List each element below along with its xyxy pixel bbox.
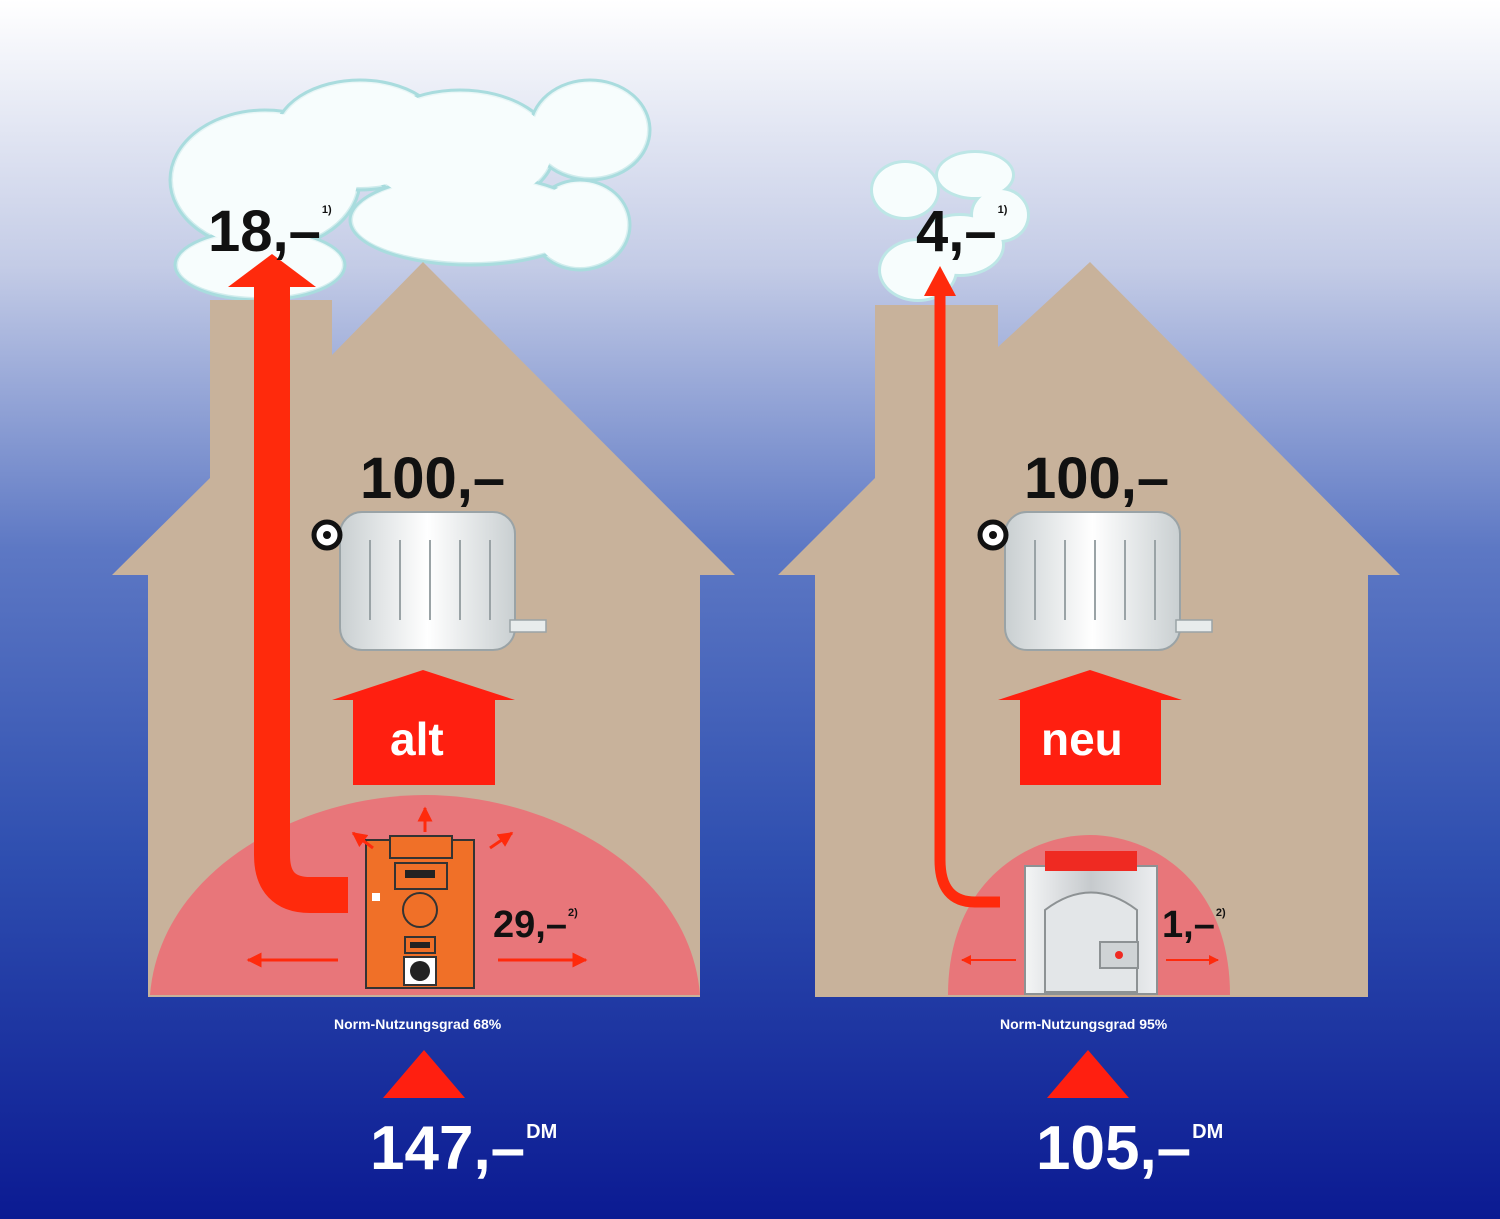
right-house — [778, 150, 1400, 997]
left-total-amount: 147,– — [370, 1114, 526, 1183]
left-radiant-loss-arrows — [246, 806, 588, 968]
right-heat-delivered-value: 100,– — [1024, 446, 1170, 511]
right-total-triangle — [1047, 1050, 1129, 1098]
right-flue-loss-amount: 4,– — [916, 199, 997, 264]
left-total-cost: 147,–DM — [370, 1118, 557, 1180]
old-boiler — [365, 835, 475, 989]
right-flue-loss-footnote: 1) — [997, 204, 1008, 216]
right-total-amount: 105,– — [1036, 1114, 1192, 1183]
right-standby-loss-footnote: 2) — [1215, 907, 1226, 919]
right-flue-arrow — [934, 290, 1000, 908]
left-total-currency: DM — [526, 1121, 558, 1143]
left-radiator — [311, 511, 547, 651]
new-boiler — [1024, 851, 1158, 995]
left-boiler-tag: alt — [390, 713, 444, 765]
right-boiler-arrow — [998, 670, 1182, 785]
left-total-triangle — [383, 1050, 465, 1098]
right-efficiency-label: Norm-Nutzungsgrad 95% — [1000, 1016, 1168, 1032]
left-standby-loss-value: 29,–2) — [493, 906, 578, 944]
right-boiler-tag: neu — [1041, 713, 1123, 765]
right-standby-loss-amount: 1,– — [1162, 904, 1215, 946]
left-flue-loss-footnote: 1) — [321, 204, 332, 216]
left-flue-loss-value: 18,–1) — [208, 203, 332, 261]
right-flue-loss-value: 4,–1) — [916, 203, 1007, 261]
left-heat-delivered-value: 100,– — [360, 446, 506, 511]
right-total-currency: DM — [1192, 1121, 1224, 1143]
left-standby-loss-footnote: 2) — [567, 907, 578, 919]
left-flue-arrow — [254, 280, 348, 913]
left-boiler-arrow — [332, 670, 515, 785]
right-total-cost: 105,–DM — [1036, 1118, 1223, 1180]
right-standby-loss-value: 1,–2) — [1162, 906, 1226, 944]
left-flue-loss-amount: 18,– — [208, 199, 321, 264]
left-standby-loss-amount: 29,– — [493, 904, 567, 946]
right-radiator — [977, 511, 1213, 651]
left-house — [112, 78, 735, 997]
left-efficiency-label: Norm-Nutzungsgrad 68% — [334, 1016, 502, 1032]
